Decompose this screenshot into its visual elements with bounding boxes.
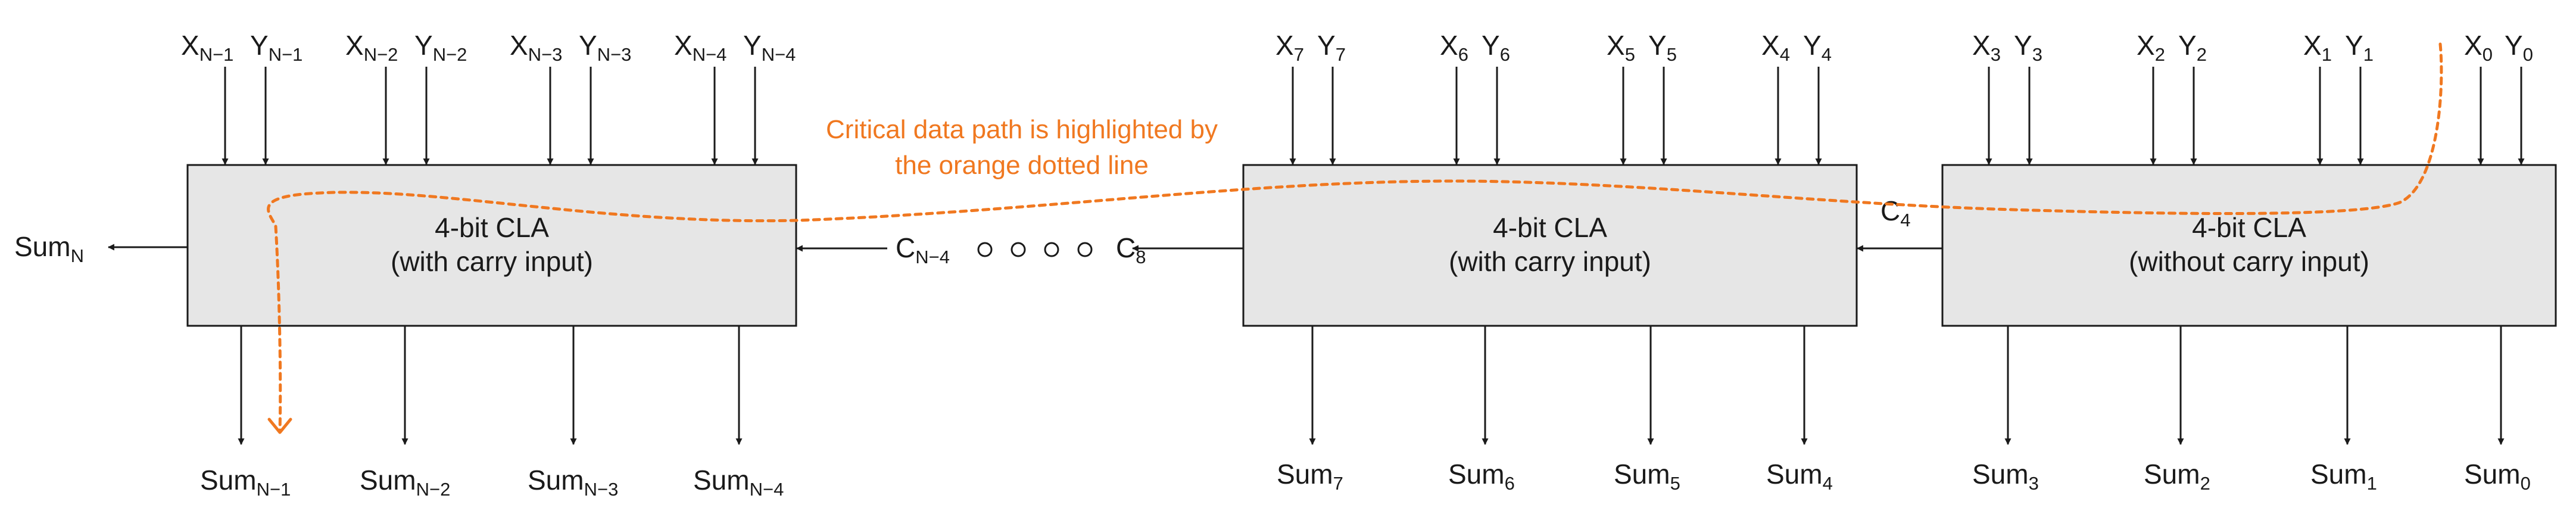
- cla-block-3: [1941, 164, 2557, 327]
- block-2-title: 4-bit CLA: [1493, 212, 1607, 243]
- input-y-7: Y7: [1317, 30, 1346, 65]
- critical-path-note-line-2: the orange dotted line: [895, 151, 1149, 180]
- output-sum-3: Sum3: [1972, 459, 2039, 494]
- output-sum-5: Sum5: [1614, 459, 1680, 494]
- output-arrows: [107, 244, 2505, 446]
- input-x-n-3: XN−3: [510, 30, 562, 65]
- critical-path-arrowhead: [267, 418, 292, 434]
- input-y-n-4: YN−4: [743, 30, 796, 65]
- input-arrows: [222, 67, 2525, 166]
- output-sum-n-1: SumN−1: [200, 465, 291, 500]
- input-y-3: Y3: [2014, 30, 2042, 65]
- input-x-1: X1: [2303, 30, 2332, 65]
- output-sum-7: Sum7: [1277, 459, 1343, 494]
- critical-path-note-line-1: Critical data path is highlighted by: [826, 115, 1218, 144]
- carry-c-n-4: CN−4: [896, 232, 950, 267]
- input-y-5: Y5: [1648, 30, 1677, 65]
- output-sum-n: SumN: [14, 231, 84, 266]
- input-x-5: X5: [1607, 30, 1635, 65]
- output-sum-4: Sum4: [1766, 459, 1833, 494]
- output-sum-0: Sum0: [2464, 459, 2531, 494]
- carry-c-4: C4: [1880, 195, 1910, 231]
- input-y-4: Y4: [1803, 30, 1832, 65]
- input-y-n-2: YN−2: [414, 30, 467, 65]
- block-1-title: 4-bit CLA: [435, 212, 549, 243]
- block-3-subtitle: (without carry input): [2129, 246, 2369, 277]
- input-x-2: X2: [2137, 30, 2165, 65]
- output-sum-1: Sum1: [2310, 459, 2377, 494]
- input-x-n-1: XN−1: [181, 30, 233, 65]
- carry-ellipsis: [977, 242, 1093, 257]
- critical-path-line: [267, 42, 2443, 432]
- block-3-title: 4-bit CLA: [2192, 212, 2306, 243]
- input-x-3: X3: [1972, 30, 2001, 65]
- output-sum-n-4: SumN−4: [693, 465, 784, 500]
- input-x-0: X0: [2464, 30, 2493, 65]
- input-y-1: Y1: [2345, 30, 2374, 65]
- input-x-7: X7: [1275, 30, 1304, 65]
- block-2-subtitle: (with carry input): [1449, 246, 1651, 277]
- input-y-n-3: YN−3: [579, 30, 631, 65]
- input-x-n-2: XN−2: [345, 30, 398, 65]
- carry-c-8: C8: [1116, 232, 1146, 267]
- input-y-2: Y2: [2178, 30, 2207, 65]
- input-x-6: X6: [1440, 30, 1468, 65]
- output-sum-2: Sum2: [2144, 459, 2210, 494]
- output-sum-6: Sum6: [1448, 459, 1515, 494]
- input-y-n-1: YN−1: [250, 30, 302, 65]
- input-x-4: X4: [1761, 30, 1790, 65]
- input-y-0: Y0: [2505, 30, 2533, 65]
- input-y-6: Y6: [1482, 30, 1510, 65]
- block-1-subtitle: (with carry input): [391, 246, 593, 277]
- cla-block-1: [186, 164, 797, 327]
- output-sum-n-2: SumN−2: [360, 465, 450, 500]
- output-sum-n-3: SumN−3: [528, 465, 618, 500]
- input-x-n-4: XN−4: [674, 30, 726, 65]
- cla-block-2: [1242, 164, 1858, 327]
